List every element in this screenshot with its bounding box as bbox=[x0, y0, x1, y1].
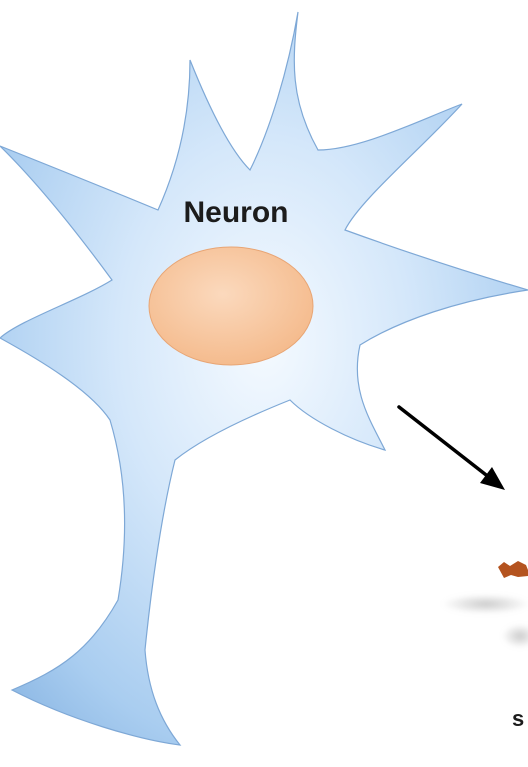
neuron-cell-body bbox=[0, 12, 528, 745]
partial-label: s bbox=[512, 706, 524, 732]
neuron-label: Neuron bbox=[172, 196, 300, 230]
arrow bbox=[399, 407, 505, 490]
fragment bbox=[442, 561, 528, 648]
nucleus bbox=[149, 247, 313, 365]
